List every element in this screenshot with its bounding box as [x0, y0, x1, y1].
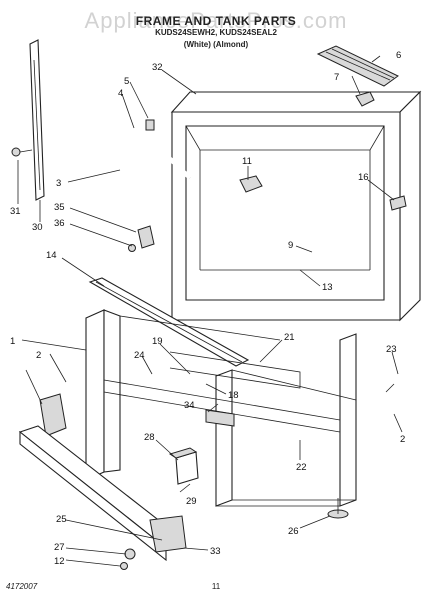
diagram-code: 4172007	[6, 582, 38, 591]
callout-23: 24	[134, 350, 145, 361]
callout-34: 35	[54, 202, 65, 213]
callout-13: 16	[358, 172, 369, 183]
model-numbers: KUDS24SEWH2, KUDS24SEAL2	[155, 28, 277, 37]
callout-17: 18	[228, 390, 239, 401]
callout-numbers: 32 6 7 5 4 3 11 16 9 13 31 30 35 36 14 1…	[10, 50, 405, 567]
callout-31: 31	[10, 206, 21, 217]
toe-panel-24	[18, 425, 187, 562]
callout-11: 11	[242, 156, 252, 167]
bracket-7	[355, 91, 375, 107]
terminal-box-28	[168, 447, 199, 485]
callout-2a: 2	[36, 350, 41, 361]
callout-21: 22	[296, 462, 307, 473]
diagram-title: FRAME AND TANK PARTS	[135, 14, 297, 28]
side-strip-30	[29, 39, 45, 201]
callout-30: 30	[32, 222, 43, 233]
base-frame	[85, 309, 357, 507]
front-rail-16	[88, 277, 250, 367]
callout-12: 12	[54, 556, 65, 567]
callout-33: 34	[184, 400, 195, 411]
callout-27: 28	[144, 432, 155, 443]
tank-assembly	[170, 90, 422, 322]
screw-12	[120, 562, 128, 570]
leveling-leg-25	[327, 498, 349, 519]
callout-24: 25	[56, 514, 67, 525]
callout-6: 6	[396, 50, 401, 61]
callout-35: 36	[54, 218, 65, 229]
callout-28: 29	[186, 496, 197, 507]
callout-1: 1	[10, 336, 15, 347]
page-number: 11	[211, 582, 221, 591]
callout-9: 9	[288, 240, 293, 251]
screw-31	[11, 147, 33, 157]
screw-35	[128, 244, 136, 252]
clamp-5	[145, 119, 155, 131]
callout-22: 23	[386, 344, 397, 355]
shield-36	[39, 393, 67, 437]
callout-29: 33	[210, 546, 221, 557]
callout-3: 3	[56, 178, 61, 189]
callout-2b: 2	[400, 434, 405, 445]
bracket-34	[137, 225, 155, 249]
leader-lines	[17, 55, 403, 567]
callout-25: 26	[288, 526, 299, 537]
callout-26: 27	[54, 542, 65, 553]
bracket-33	[205, 409, 235, 427]
callout-32: 32	[152, 62, 163, 73]
clip-11	[239, 175, 263, 193]
vent-grille-part	[316, 45, 399, 87]
washer-26	[124, 548, 136, 560]
callout-14: 13	[322, 282, 333, 293]
callout-18: 19	[152, 336, 163, 347]
callout-5: 5	[124, 76, 129, 87]
callout-7: 7	[334, 72, 339, 83]
callout-19: 21	[284, 332, 295, 343]
model-colors: (White) (Almond)	[183, 40, 249, 49]
callout-16: 14	[46, 250, 57, 261]
callout-4: 4	[118, 88, 123, 99]
watermark-text: AppliancePartsPros.com	[84, 8, 348, 33]
